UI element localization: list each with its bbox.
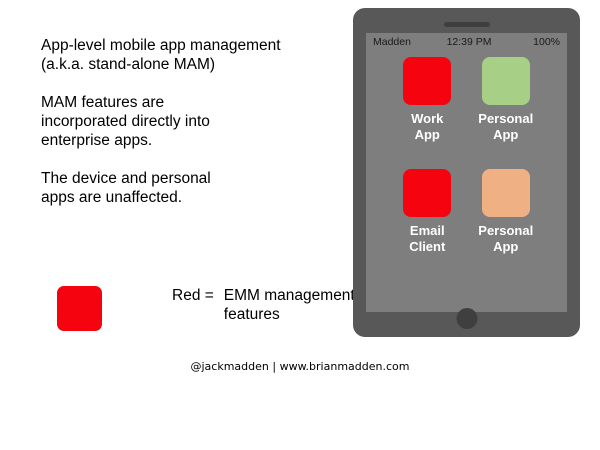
phone-screen: Madden 12:39 PM 100% Work App Personal A… (366, 33, 567, 312)
home-button[interactable] (456, 308, 477, 329)
paragraph-title: App-level mobile app management (a.k.a. … (41, 37, 281, 73)
legend-key: Red = (172, 287, 214, 304)
status-carrier-label: Madden (373, 36, 411, 48)
paragraph-mam-features: MAM features are incorporated directly i… (41, 94, 210, 149)
app-label: Email Client (409, 223, 446, 254)
legend-value: EMM management features (223, 287, 355, 323)
legend-text: Red = EMM management features (172, 286, 355, 324)
app-label: Personal App (478, 223, 534, 254)
home-screen-app-grid: Work App Personal App Email Client Perso… (366, 57, 567, 255)
app-icon-personal-app-peach[interactable]: Personal App (467, 169, 546, 255)
app-label: Personal App (478, 111, 534, 142)
legend: Red = EMM management features (57, 286, 355, 331)
status-bar: Madden 12:39 PM 100% (366, 33, 567, 51)
phone-device: Madden 12:39 PM 100% Work App Personal A… (353, 8, 580, 337)
app-label: Work App (411, 111, 444, 142)
app-icon-personal-app-green[interactable]: Personal App (467, 57, 546, 143)
credit-line: @jackmadden | www.brianmadden.com (190, 360, 410, 373)
status-clock: 12:39 PM (446, 36, 492, 48)
work-app-tile-icon[interactable] (403, 57, 452, 105)
status-battery-label: 100% (533, 36, 560, 48)
email-client-tile-icon[interactable] (403, 169, 452, 217)
personal-app-peach-tile-icon[interactable] (481, 169, 530, 217)
explanatory-text-block: App-level mobile app management (a.k.a. … (41, 36, 331, 207)
paragraph-device-unaffected: The device and personal apps are unaffec… (41, 170, 211, 206)
personal-app-green-tile-icon[interactable] (481, 57, 530, 105)
app-icon-email-client[interactable]: Email Client (388, 169, 467, 255)
legend-red-swatch (57, 286, 102, 331)
app-icon-work-app[interactable]: Work App (388, 57, 467, 143)
speaker-grille-icon (443, 22, 490, 27)
